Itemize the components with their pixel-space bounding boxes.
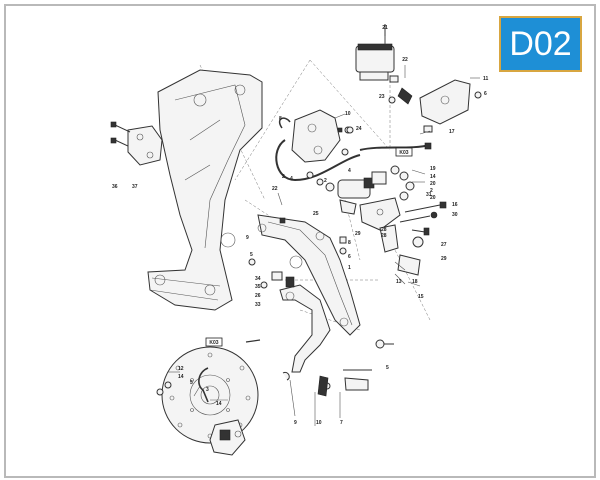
callout-11: 11 (483, 76, 489, 82)
callout-23: 23 (379, 94, 385, 100)
diagram-code-badge: D02 (499, 16, 582, 72)
callout-21: 21 (382, 25, 388, 31)
callout-29: 29 (355, 231, 361, 237)
callout-2b: 2 (430, 188, 433, 194)
callout-19: 19 (430, 166, 436, 172)
top-bolts (306, 126, 354, 186)
callout-5a: 5 (250, 252, 253, 258)
callout-9: 9 (246, 235, 249, 241)
callout-10a: 10 (345, 111, 351, 117)
callout-4b: 4 (290, 176, 293, 182)
callout-10b: 10 (316, 420, 322, 426)
master-cylinder-bracket (291, 109, 352, 163)
callout-8b: 8 (348, 240, 351, 246)
k03-tag-upper-text: K03 (399, 150, 408, 156)
callout-3: 3 (206, 387, 209, 393)
callout-22: 22 (402, 57, 408, 63)
frame-bracket (147, 69, 263, 311)
lever-pivot-bracket (359, 197, 401, 231)
rear-master-cylinder (325, 171, 387, 215)
fastener-set-right (399, 201, 447, 248)
callout-1: 1 (348, 265, 351, 271)
footrest-plate (257, 214, 361, 336)
reservoir-bracket (419, 79, 482, 133)
callout-6a: 6 (484, 91, 487, 97)
brake-pedal (279, 284, 394, 373)
reservoir-hose (388, 75, 413, 105)
callout-14b: 14 (178, 374, 184, 380)
callout-20b: 20 (430, 195, 436, 201)
callout-30: 30 (452, 212, 458, 218)
brake-disc (161, 346, 259, 444)
callout-33: 33 (255, 302, 261, 308)
callout-2a: 2 (324, 178, 327, 184)
callout-26: 26 (255, 293, 261, 299)
mount-bracket-small (110, 121, 163, 166)
k03-tag-lower-text: K03 (209, 340, 218, 346)
callout-5c: 5 (386, 365, 389, 371)
callout-25: 25 (313, 211, 319, 217)
callout-28a: 28 (381, 227, 387, 233)
callout-34: 34 (255, 276, 261, 282)
callout-4: 4 (348, 168, 351, 174)
pedal-tip-assembly (282, 369, 372, 397)
callout-2c: 2 (282, 174, 285, 180)
callout-29b: 29 (441, 256, 447, 262)
callout-8a: 8 (279, 116, 282, 122)
callout-14c: 14 (216, 401, 222, 407)
callout-36: 36 (112, 184, 118, 190)
k03-tag-lower: K03 (205, 337, 223, 347)
callout-31: 31 (426, 192, 432, 198)
brake-hoses (245, 117, 432, 343)
callout-22b: 22 (272, 186, 278, 192)
callout-7: 7 (340, 420, 343, 426)
callout-37: 37 (132, 184, 138, 190)
callout-9b: 9 (294, 420, 297, 426)
callout-17: 17 (449, 129, 455, 135)
pedal-small-parts (248, 217, 347, 289)
callout-6b: 6 (348, 254, 351, 260)
banjo-fittings (390, 165, 415, 201)
callout-27: 27 (441, 242, 447, 248)
callout-13a: 13 (396, 279, 402, 285)
callout-28b: 28 (381, 233, 387, 239)
callout-leaders (168, 36, 480, 426)
rear-brake-caliper (156, 381, 246, 456)
callout-35: 35 (255, 284, 261, 290)
brake-fluid-reservoir (355, 24, 395, 81)
callout-5b: 5 (190, 380, 193, 386)
callout-16: 16 (452, 202, 458, 208)
callout-14a: 14 (430, 174, 436, 180)
rider-footrest (379, 224, 421, 276)
callout-20a: 20 (430, 181, 436, 187)
callout-18: 18 (412, 279, 418, 285)
k03-tag-upper: K03 (395, 147, 413, 157)
callout-24: 24 (356, 126, 362, 132)
callout-labels: 21 22 11 6 23 24 17 10 8 2 4 25 29 19 14… (112, 25, 489, 426)
callout-15: 15 (418, 294, 424, 300)
callout-12: 12 (178, 366, 184, 372)
